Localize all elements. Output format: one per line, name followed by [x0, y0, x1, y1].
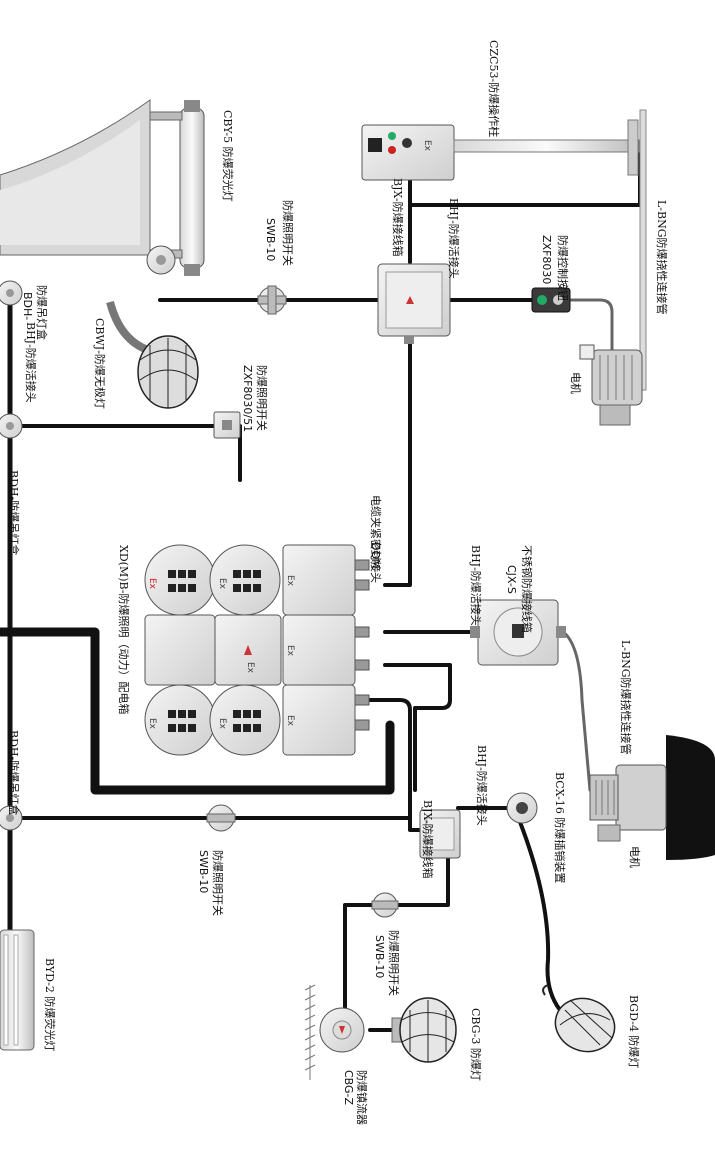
czc53-operation-column-icon: [361, 109, 647, 391]
label-dqm-name: 电缆夹紧密封接头: [369, 495, 382, 583]
label-swb10-mid-model: SWB-10: [197, 850, 210, 894]
label-bhj-left: BHJ-防爆活接头: [24, 322, 37, 403]
label-cjx-name: 不锈钢防爆接线箱: [520, 545, 533, 633]
label-motor-bottom: 电机: [628, 846, 641, 868]
swb10-switch-low-icon: [371, 892, 399, 918]
label-cjx-model: CJX-S: [505, 565, 518, 594]
ex-mark-8: Ex: [285, 715, 295, 727]
ex-mark-1: Ex: [147, 578, 157, 590]
ex-mark-3: Ex: [147, 718, 157, 730]
label-bhj-bottom: BHJ-防爆活接头: [475, 745, 488, 826]
label-xd-panel: XD(M)B-防爆照明（动力）配电箱: [117, 545, 130, 715]
bjx-junction-box-top: [377, 263, 451, 344]
cbwj-lamp-icon: [106, 300, 199, 409]
label-swb10-low-name: 防爆照明开关: [387, 930, 400, 996]
label-byd2: BYD-2 防爆荧光灯: [43, 958, 56, 1052]
label-bdh-top-model: BDH-: [21, 292, 34, 321]
cby5-fluorescent-lamp: [0, 99, 205, 276]
ex-mark-9: Ex: [422, 140, 432, 152]
label-bjx-bottom: BJX-防爆接线箱: [421, 800, 434, 879]
ex-marks: Ex Ex Ex Ex Ex Ex Ex Ex Ex: [147, 140, 432, 730]
label-cby5: CBY-5 防爆荧光灯: [221, 110, 234, 202]
motor-top-icon: [579, 344, 643, 426]
ex-mark-5: Ex: [245, 662, 255, 674]
label-cbwj: CBWJ-防爆无极灯: [93, 318, 106, 409]
label-swb10-top-model: SWB-10: [264, 218, 277, 262]
ex-mark-7: Ex: [285, 645, 295, 657]
zxf8030-button-icon: [531, 287, 571, 313]
bdh-junction-box-top: [0, 245, 176, 306]
label-zxf80305-model: ZXF8030/51: [241, 365, 254, 433]
cbg-z-ballast-icon: [304, 984, 365, 1080]
label-swb10-mid-name: 防爆照明开关: [211, 850, 224, 916]
bgd4-lamp-icon: [542, 984, 616, 1053]
label-zxf8030-model: ZXF8030: [540, 235, 553, 285]
label-bdh-bottom: BDH-防爆吊灯盒: [7, 730, 20, 816]
label-lbng-top: L-BNG防爆挠性连接管: [655, 200, 668, 315]
zxf8030-51-switch-icon: [213, 411, 241, 439]
ex-mark-6: Ex: [285, 575, 295, 587]
cbg3-lamp-icon: [391, 997, 457, 1063]
ex-mark-4: Ex: [217, 718, 227, 730]
label-motor-top: 电机: [569, 372, 582, 394]
label-bjx-top: BJX-防爆接线箱: [391, 178, 404, 257]
label-bdh-mid: BDH-防爆吊灯盒: [7, 470, 20, 556]
motor-bottom-icon: [589, 735, 715, 860]
label-lbng-bottom: L-BNG防爆挠性连接管: [619, 640, 632, 755]
label-cbg3: CBG-3 防爆灯: [469, 1008, 482, 1081]
swb10-switch-mid-icon: [206, 804, 236, 832]
label-czc53: CZC53-防爆操作柱: [487, 40, 500, 138]
breaker-drums: [144, 544, 281, 756]
label-bhj-top: BHJ-防爆活接头: [447, 198, 460, 279]
label-swb10-top-name: 防爆照明开关: [281, 200, 294, 266]
label-cbgz-model: CBG-Z: [342, 1070, 355, 1106]
ex-mark-2: Ex: [217, 578, 227, 590]
cjx-s-junction-box: [470, 599, 566, 666]
bdh-junction-left: [0, 413, 23, 831]
distribution-panel: [144, 544, 370, 756]
label-swb10-low-model: SWB-10: [373, 935, 386, 979]
bcx16-socket-icon: [506, 792, 538, 824]
byd2-fluorescent-lamp: [0, 929, 35, 1051]
bjx-junction-box-bottom: [419, 809, 461, 859]
label-zxf8030-name: 防爆控制按钮: [556, 235, 569, 301]
label-zxf80305-name: 防爆照明开关: [255, 365, 268, 431]
label-cbgz-name: 防爆镇流器: [355, 1070, 368, 1125]
label-bgd4: BGD-4 防爆灯: [627, 995, 640, 1069]
label-bcx16: BCX-16 防爆插销装置: [553, 772, 566, 884]
swb10-switch-top-icon: [257, 285, 287, 315]
label-bhj-mid: BHJ-防爆活接头: [469, 545, 482, 626]
